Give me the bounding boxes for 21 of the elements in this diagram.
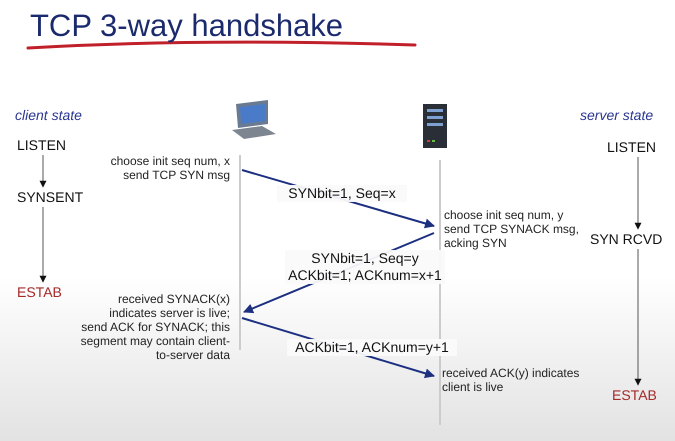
arrow <box>40 154 46 188</box>
note: received SYNACK(x) indicates server is live; send ACK for SYNACK; this segment may contain client-to-server data <box>80 292 230 362</box>
lifeline <box>239 155 241 350</box>
state-label: ESTAB <box>612 386 657 404</box>
arrow <box>634 156 642 230</box>
column-heading: client state <box>15 108 83 122</box>
state-label: SYNSENT <box>17 188 84 206</box>
edge-label: SYNbit=1, Seq=x <box>277 185 407 202</box>
note: received ACK(y) indicates client is live <box>442 366 580 394</box>
title: TCP 3-way handshake <box>30 8 344 44</box>
note: choose init seq num, x send TCP SYN msg <box>110 154 230 182</box>
arrow <box>634 248 642 386</box>
state-label: ESTAB <box>17 283 62 301</box>
arrow <box>40 206 46 283</box>
edge-label: SYNbit=1, Seq=y ACKbit=1; ACKnum=x+1 <box>285 250 445 284</box>
edge-label: ACKbit=1, ACKnum=y+1 <box>287 339 457 356</box>
state-label: LISTEN <box>17 136 66 154</box>
note: choose init seq num, y send TCP SYNACK msg, acking SYN <box>444 208 580 250</box>
state-label: SYN RCVD <box>590 230 662 248</box>
state-label: LISTEN <box>607 138 656 156</box>
column-heading: server state <box>580 108 654 122</box>
